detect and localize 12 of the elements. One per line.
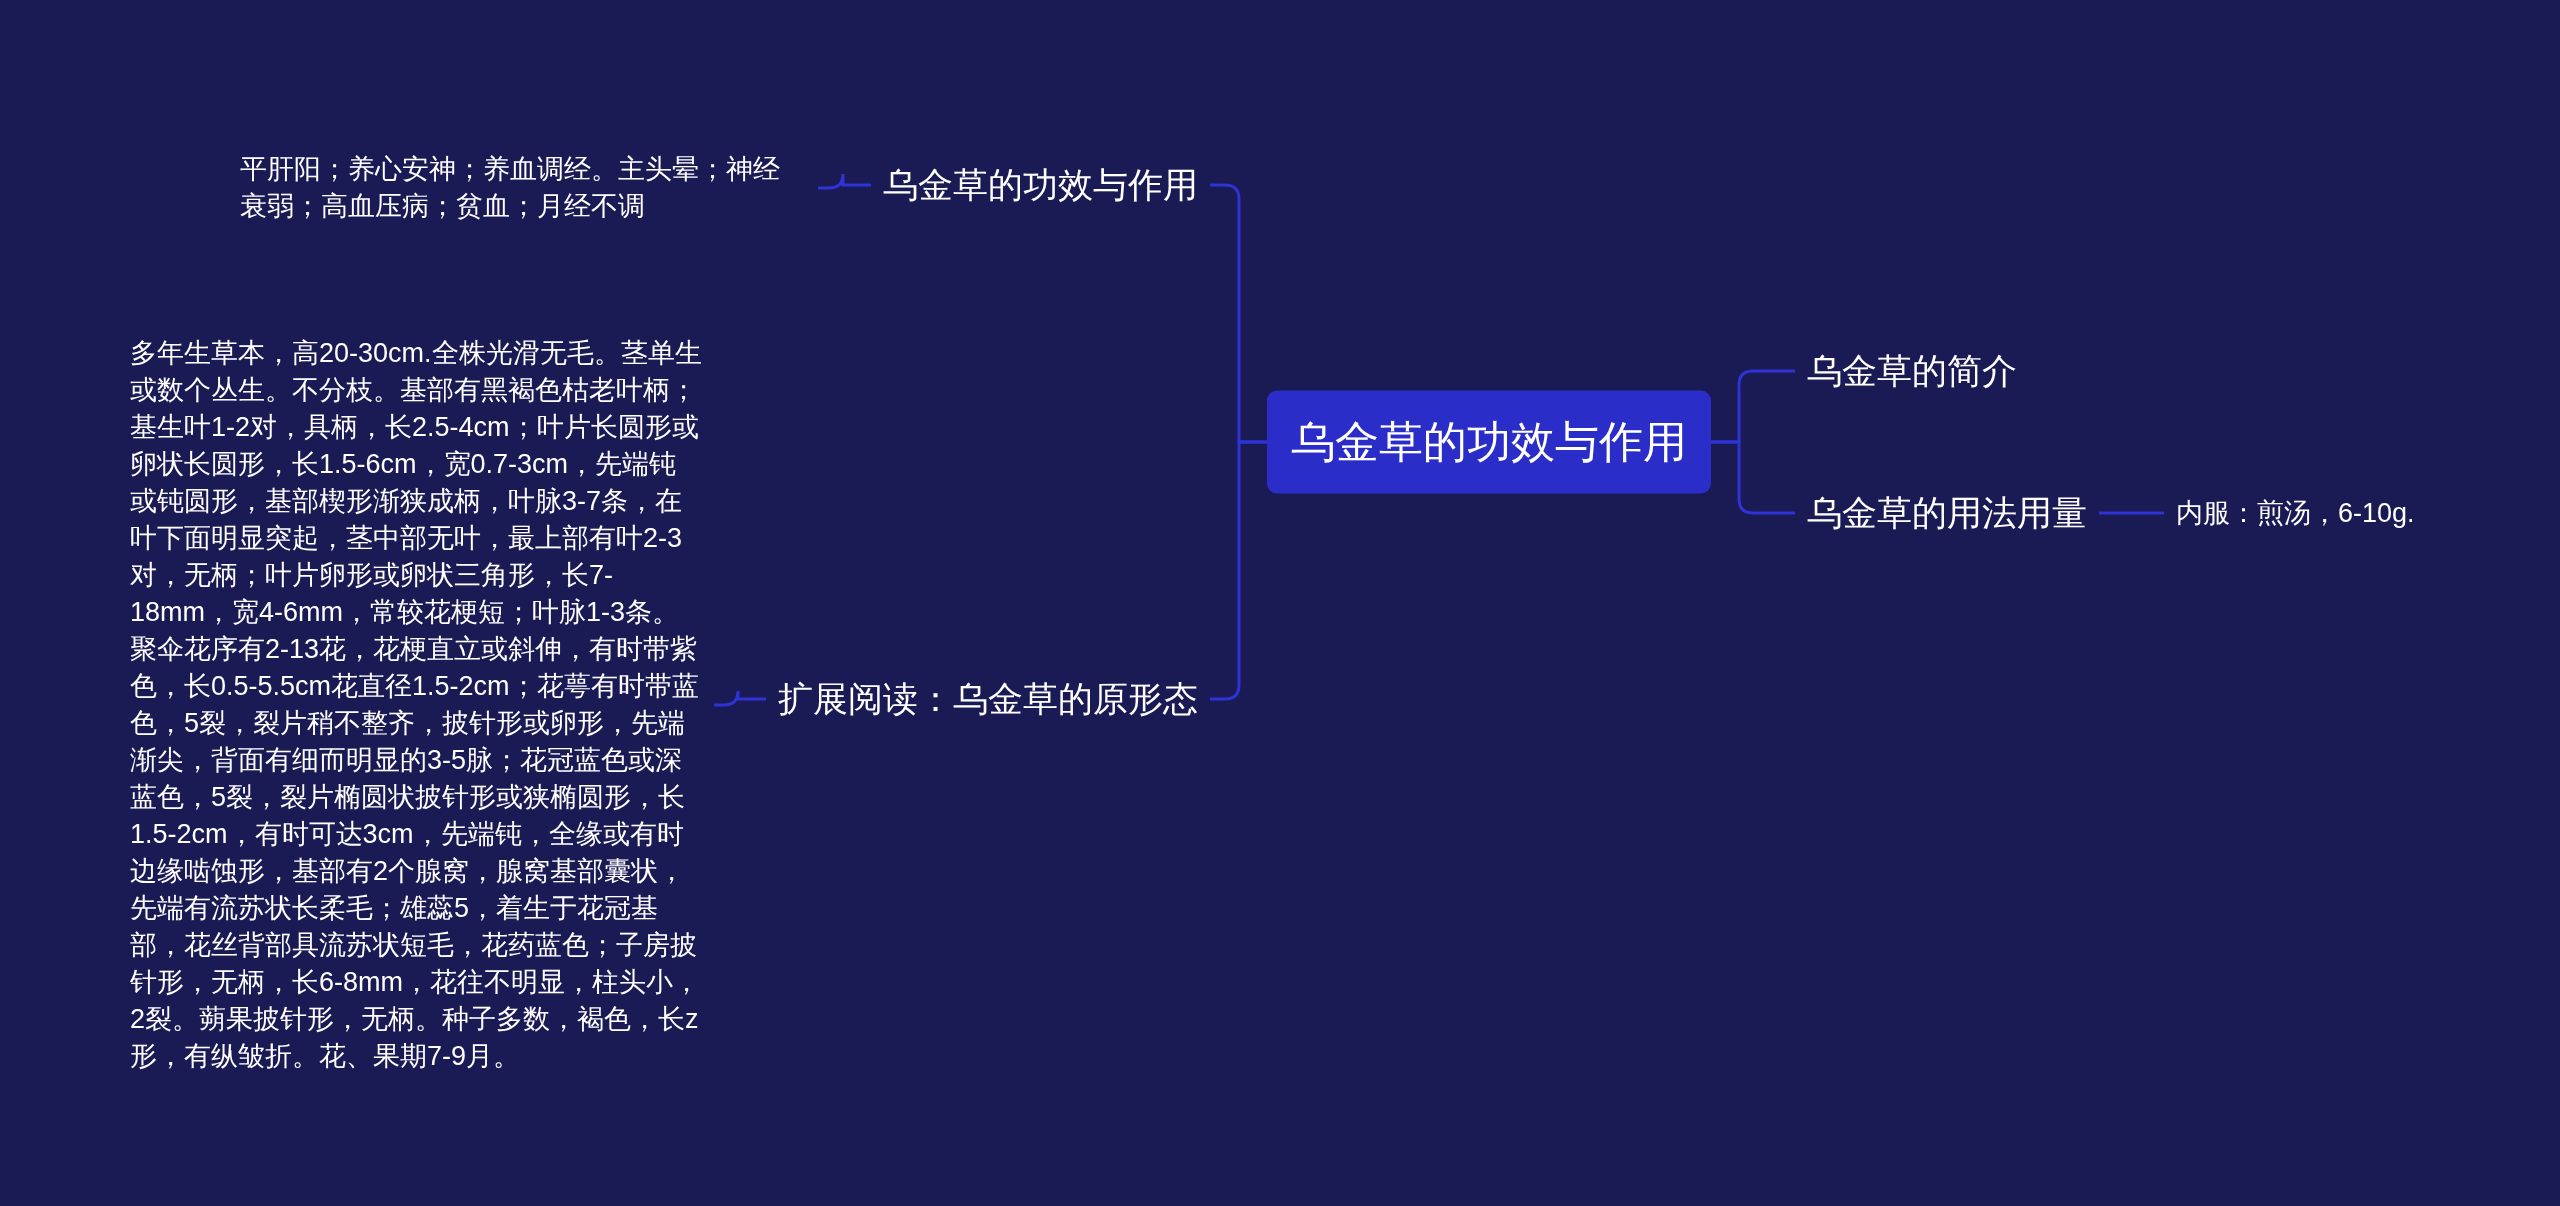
branch-topic: 扩展阅读：乌金草的原形态 — [766, 671, 1210, 727]
branch-topic: 乌金草的用法用量 — [1795, 485, 2099, 541]
description-text: 多年生草本，高20-30cm.全株光滑无毛。茎单生或数个丛生。不分枝。基部有黑褐色枯老叶柄；基生叶1-2对，具柄，长2.5-4cm；叶片长圆形或卵状长圆形，长1.5-6cm，宽0.7-3cm，先端钝或钝圆形，基部楔形渐狭成柄，叶脉3-7条，在叶下面明显突起，茎中部无叶，最上部有叶2-3对，无柄；叶片卵形或卵状三角形，长7-18mm，宽4-6mm，常较花梗短；叶脉1-3条。聚伞花序有2-13花，花梗直立或斜伸，有时带紫色，长0.5-5.5cm花直径1.5-2cm；花萼有时带蓝色，5裂，裂片稍不整齐，披针形或卵形，先端渐尖，背面有细而明显的3-5脉；花冠蓝色或深蓝色，5裂，裂片椭圆状披针形或狭椭圆形，长1.5-2cm，有时可达3cm，先端钝，全缘或有时边缘啮蚀形，基部有2个腺窝，腺窝基部囊状，先端有流苏状长柔毛；雄蕊5，着生于花冠基部，花丝背部具流苏状短毛，花药蓝色；子房披针形，无柄，长6-8mm，花往不明显，柱头小，2裂。蒴果披针形，无柄。种子多数，褐色，长z形，有纵皱折。花、果期7-9月。 — [118, 331, 714, 1079]
connector-line — [1711, 440, 1795, 515]
central-topic-box: 乌金草的功效与作用 — [1267, 390, 1711, 494]
branch-topic: 乌金草的功效与作用 — [871, 157, 1210, 213]
connector-line — [714, 689, 766, 707]
connector-line — [818, 172, 871, 190]
note-text: 内服：煎汤，6-10g. — [2164, 490, 2427, 536]
note-text: 平肝阳；养心安神；养血调经。主头晕；神经衰弱；高血压病；贫血；月经不调 — [228, 147, 818, 229]
connector-line — [2099, 511, 2164, 515]
branch-topic: 乌金草的简介 — [1795, 343, 2029, 399]
